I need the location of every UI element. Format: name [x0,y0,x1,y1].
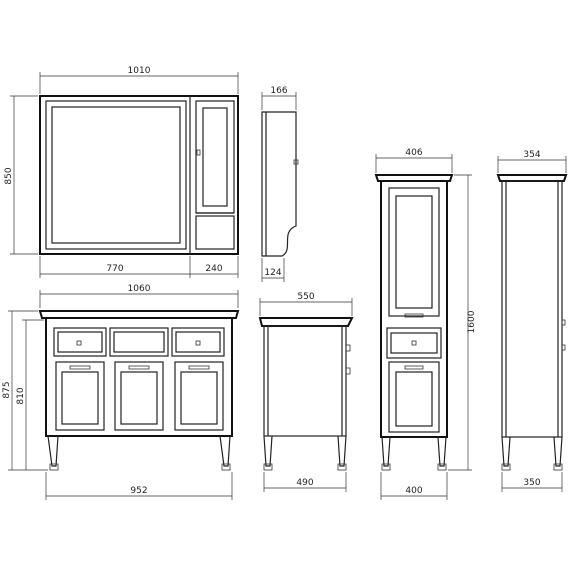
mirror-height-label: 850 [4,167,14,184]
profile-bottom-depth-label: 124 [264,268,281,278]
vanity-top-width-label: 1060 [128,284,151,294]
mirror-side-profile [261,111,299,257]
tall-side-bottom-depth-label: 350 [523,478,540,488]
tall-cabinet-bottom-width-label: 400 [405,486,422,496]
mirror-height-dimension: 850 [4,95,38,255]
profile-top-depth-label: 166 [270,86,287,96]
vanity-height-dimensions: 875 810 [2,310,48,471]
tall-cabinet-front [374,174,454,471]
tall-cabinet-top-width-label: 406 [405,148,422,158]
vanity-total-height-label: 875 [2,381,12,398]
mirror-width-label: 1010 [128,66,151,76]
vanity-base-width-dimension: 952 [45,472,233,500]
mirror-profile-dimensions: 166 124 [261,86,297,282]
side-part-width-label: 240 [205,264,222,274]
vanity-body-height-label: 810 [16,387,26,404]
mirror-cabinet-front [39,95,239,255]
tall-cabinet-height-label: 1600 [467,310,477,333]
vanity-base-width-label: 952 [130,486,147,496]
vanity-side-bottom-depth-label: 490 [296,478,313,488]
mirror-width-dimension: 1010 [39,66,239,94]
vanity-side [258,317,354,471]
vanity-top-width-dimension: 1060 [39,284,239,308]
tall-cabinet-dimensions: 406 1600 400 [375,148,477,500]
mirror-part-width-label: 770 [106,264,123,274]
vanity-side-dimensions: 550 490 [259,292,353,492]
tall-cabinet-side [496,174,568,471]
tall-side-top-depth-label: 354 [523,150,540,160]
vanity-front [38,310,240,471]
mirror-part-dimensions: 770 240 [39,256,239,278]
vanity-side-top-depth-label: 550 [297,292,314,302]
tall-cabinet-side-dimensions: 354 350 [497,150,567,492]
